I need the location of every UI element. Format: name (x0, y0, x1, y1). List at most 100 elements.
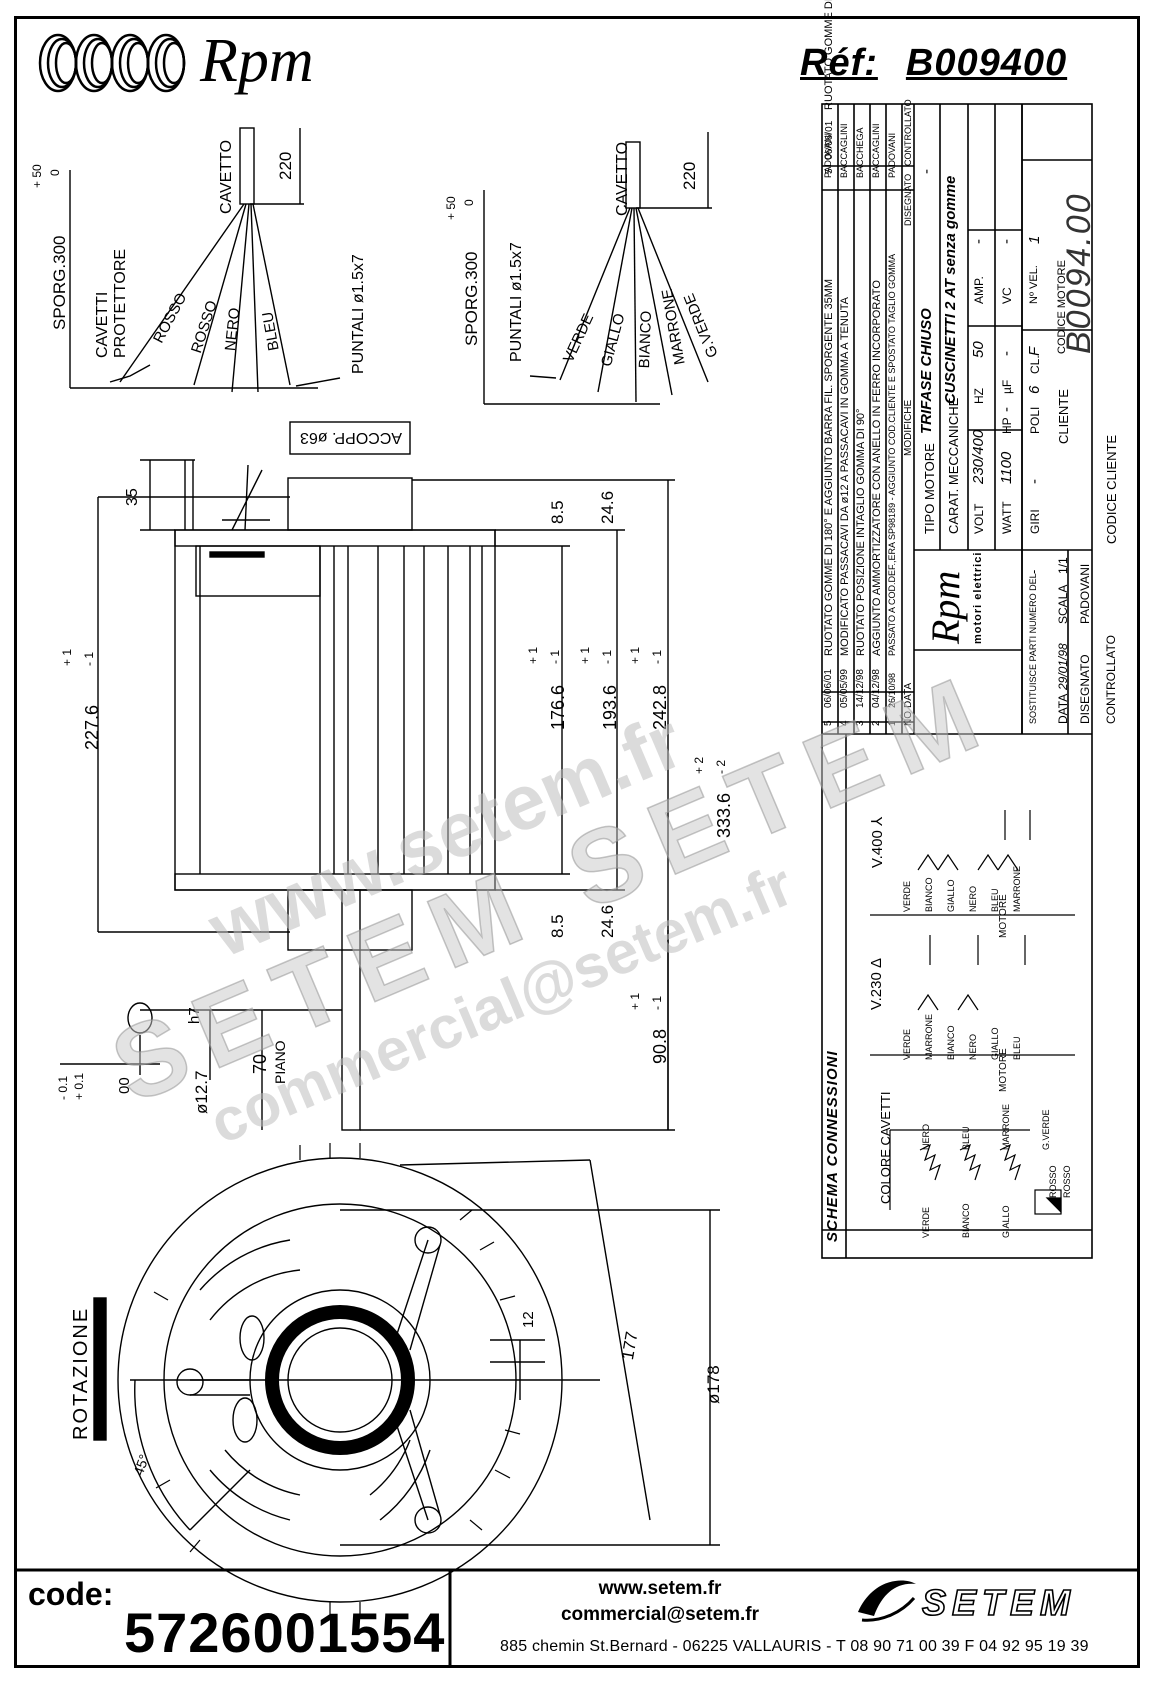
company-logo-text: Rpm (923, 570, 968, 644)
tipo-motore-value: TRIFASE CHIUSO (918, 308, 935, 434)
tipo-motore-label: TIPO MOTORE (922, 443, 937, 534)
dim-shaft-diameter: ø12.7 (192, 1070, 211, 1114)
vc-value: - (998, 239, 1015, 244)
delta-wire-marrone: MARRONE (924, 1013, 934, 1060)
hp-value: - (998, 407, 1015, 412)
rev-5-no: 5 (823, 720, 834, 726)
brand-logo-text: Rpm (200, 27, 314, 95)
footer-website[interactable]: www.setem.fr (598, 1578, 722, 1599)
rev-2-no: 2 (871, 720, 882, 726)
winding-wire-giallo: GIALLO (1001, 1205, 1011, 1238)
protector-rosso-1: ROSSO (1048, 1165, 1058, 1198)
winding-wire-bleu: BLEU (961, 1126, 971, 1150)
drawing-sheet (14, 16, 1140, 1668)
dim-piano: PIANO (272, 1040, 288, 1084)
winding-top-wires: NERO BLEU MARRONE G.VERDE (906, 1070, 1066, 1150)
rev-4-by: BACCAGLINI (839, 123, 849, 178)
footer-contacts: www.setem.fr commercial@setem.fr (520, 1576, 800, 1628)
tipo-motore-dash: - (918, 169, 935, 174)
dim-12-front: 12 (520, 1311, 537, 1328)
dim-242-8: 242.8 (650, 684, 670, 730)
cl-value: F (1026, 346, 1043, 356)
right-wiring-diagram (483, 132, 712, 405)
rev-header-checked: CONTROLLATO (903, 99, 913, 166)
cl-label: CL. (1028, 355, 1042, 374)
dim-242-tol-minus: - 1 (650, 649, 664, 664)
giri-value: - (1026, 479, 1043, 484)
connection-schema-text: SCHEMA CONNESSIONI V.400 ⅄ V.230 Δ MOTOR… (822, 734, 1092, 1258)
left-sporg-tol-zero: 0 (48, 169, 62, 176)
delta-wire-bleu: BLEU (1012, 1036, 1022, 1060)
title-block-text: 5 06/06/01 RUOTATO GOMME DI 180° E AGGIU… (822, 0, 1119, 734)
star-wire-nero: NERO (968, 885, 978, 912)
delta-wire-giallo: GIALLO (990, 1027, 1000, 1060)
star-wire-bleu: BLEU (990, 888, 1000, 912)
hz-label: HZ (972, 388, 986, 404)
dim-h7: h7 (186, 1007, 203, 1024)
right-puntali-label: PUNTALI ø1.5x7 (508, 242, 525, 362)
rev-header-no: NO (903, 711, 914, 726)
dim-227-6: 227.6 (82, 704, 102, 750)
star-wire-marrone: MARRONE (1012, 865, 1022, 912)
star-wire-giallo: GIALLO (946, 879, 956, 912)
rev-4-no: 4 (839, 720, 850, 726)
coupling-label: ACCOPP. ø63 (300, 429, 402, 446)
dim-333-tol-minus: - 2 (714, 759, 728, 774)
winding-wire-gverde: G.VERDE (1041, 1109, 1051, 1150)
rev-4-text: MODIFICATO PASSACAVI DA ø12 A PASSACAVI … (839, 296, 851, 656)
rev-5-text: RUOTATO GOMME DI 180° E AGGIUNTO BARRA F… (823, 278, 835, 656)
codice-cliente-label: CODICE CLIENTE (1104, 434, 1119, 544)
colore-cavetti-label: COLORE CAVETTI (878, 1091, 893, 1204)
scala-value: 1/1 (1056, 557, 1070, 574)
dim-8-5-bottom: 8.5 (548, 914, 567, 938)
poli-label: POLI (1028, 406, 1042, 434)
rev-header-date: DATA (903, 682, 914, 708)
nvel-label: Nº VEL. (1028, 265, 1040, 304)
scala-label: SCALA (1056, 584, 1070, 624)
schema-title: SCHEMA CONNESSIONI (824, 1050, 841, 1242)
carat-label: CARAT. MECCANICHE (946, 397, 961, 534)
right-sporg-tol-plus: + 50 (444, 196, 458, 220)
dim-90-8: 90.8 (650, 1028, 670, 1064)
disegnato-label: DISEGNATO (1078, 654, 1092, 724)
code-label: code: (28, 1576, 114, 1612)
dim-242-tol-plus: + 1 (628, 646, 642, 664)
dim-24-6-bottom: 24.6 (598, 904, 617, 938)
footer-email[interactable]: commercial@setem.fr (560, 1604, 760, 1625)
sostituisce-label: SOSTITUISCE PARTI NUMERO DEL (1028, 573, 1038, 724)
left-wiring-diagram (69, 127, 341, 393)
dim-70: 70 (250, 1053, 270, 1074)
motor-front-view (93, 1143, 720, 1617)
cliente-label: CLIENTE (1056, 389, 1071, 444)
dim-176-tol-plus: + 1 (526, 646, 540, 664)
sostituisce-value: - (1026, 569, 1041, 574)
amp-value: - (970, 239, 987, 244)
rev-header-drawn: DISEGNATO (903, 173, 913, 226)
uf-label: µF (1000, 379, 1014, 394)
dim-90-tol-minus: - 1 (650, 995, 664, 1010)
nvel-value: 1 (1026, 235, 1043, 244)
right-sporg-tol-zero: 0 (462, 199, 476, 206)
rev-5-date: 06/06/01 (823, 669, 834, 708)
dim-178-diameter: ø178 (704, 1365, 723, 1404)
star-wire-verde: VERDE (902, 880, 912, 912)
ref-label: Réf: (800, 42, 878, 84)
codice-motore-value: B0094.00 (1060, 192, 1098, 354)
dim-35: 35 (124, 488, 141, 506)
footer-address: 885 chemin St.Bernard - 06225 VALLAURIS … (500, 1638, 1089, 1655)
right-cavetto-label: CAVETTO (614, 141, 631, 216)
rev-1-by: PADOVANI (887, 132, 897, 178)
left-sporg-tol-plus: + 50 (30, 164, 44, 188)
dim-227-tol-plus: + 1 (60, 648, 74, 666)
dim-333-tol-plus: + 2 (692, 756, 706, 774)
dim-90-tol-plus: + 1 (628, 992, 642, 1010)
rev-1-text: PASSATO A COD.DEF.,ERA SP98189 - AGGIUNT… (887, 253, 897, 656)
dim-227-tol-minus: - 1 (82, 651, 96, 666)
amp-label: AMP. (972, 276, 986, 304)
connection-schema (870, 810, 1075, 1215)
watt-label: WATT (1000, 501, 1014, 534)
right-sporg-label: SPORG.300 (462, 251, 481, 347)
footer-frame (14, 1568, 1140, 1666)
delta-230-label: V.230 Δ (868, 957, 885, 1010)
delta-wire-bianco: BIANCO (946, 1025, 956, 1060)
